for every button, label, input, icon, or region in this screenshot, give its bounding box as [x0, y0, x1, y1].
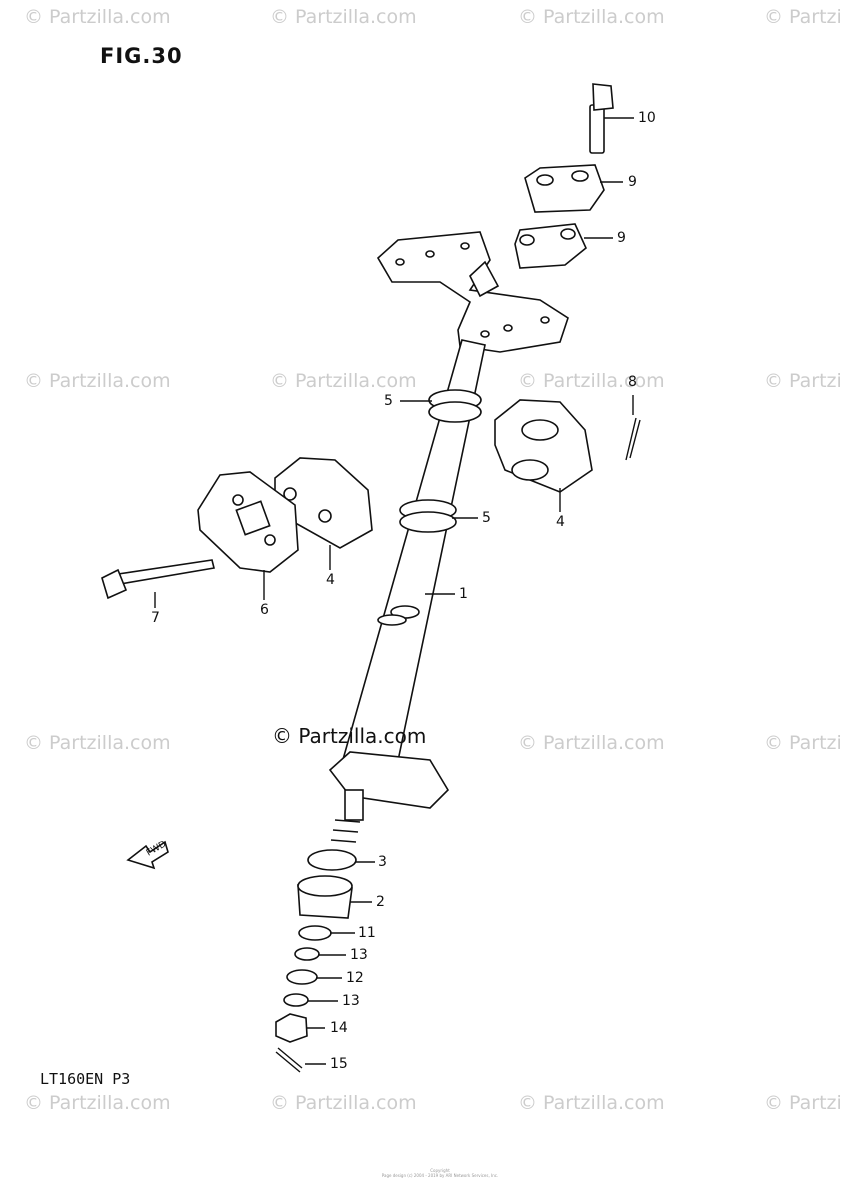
- bushing-5-lower: [399, 499, 457, 533]
- watermark: © Partzilla.com: [518, 6, 665, 28]
- watermark: © Partzilla.com: [24, 732, 171, 754]
- seal-plate-6: [197, 471, 299, 573]
- nut-14: [275, 1013, 308, 1043]
- o-ring-11: [298, 925, 332, 941]
- callout-7[interactable]: 7: [151, 610, 160, 626]
- callout-11[interactable]: 11: [358, 925, 376, 941]
- circlip-3: [307, 849, 357, 871]
- callout-15[interactable]: 15: [330, 1056, 348, 1072]
- watermark: © Partzilla.com: [270, 1092, 417, 1114]
- watermark: © Partzi: [764, 370, 842, 392]
- watermark: © Partzilla.com: [24, 1092, 171, 1114]
- watermark: © Partzilla.com: [518, 370, 665, 392]
- watermark: © Partzilla.com: [270, 370, 417, 392]
- callout-13-lower[interactable]: 13: [342, 993, 360, 1009]
- cotter-pin-15: [275, 1047, 303, 1073]
- callout-14[interactable]: 14: [330, 1020, 348, 1036]
- cotter-pin-8: [625, 417, 641, 461]
- handlebar-holder-upper: [524, 164, 605, 213]
- bushing-5-upper: [428, 389, 482, 423]
- handlebar-holder-lower: [514, 223, 587, 269]
- bolt-10-drawing: [589, 83, 614, 154]
- callout-2[interactable]: 2: [376, 894, 385, 910]
- callout-6[interactable]: 6: [260, 602, 269, 618]
- callout-8[interactable]: 8: [628, 374, 637, 390]
- footer-line-1: Copyright: [430, 1168, 450, 1173]
- fwd-arrow-icon: [126, 840, 169, 870]
- watermark: © Partzilla.com: [24, 370, 171, 392]
- figure-title: FIG.30: [100, 44, 183, 68]
- watermark: © Partzilla.com: [24, 6, 171, 28]
- watermark: © Partzilla.com: [518, 732, 665, 754]
- watermark: © Partzi: [764, 732, 842, 754]
- callout-4-right[interactable]: 4: [556, 514, 565, 530]
- oil-seal-2: [297, 875, 353, 919]
- callout-4-left[interactable]: 4: [326, 572, 335, 588]
- callout-9-upper[interactable]: 9: [628, 174, 637, 190]
- shaft-holder-left: [274, 457, 373, 549]
- callout-10[interactable]: 10: [638, 110, 656, 126]
- leader-lines: [154, 117, 634, 1065]
- callout-5-upper[interactable]: 5: [384, 393, 393, 409]
- bolt-7-drawing: [101, 559, 215, 600]
- top-plate: [376, 231, 569, 353]
- steering-shaft: [328, 339, 486, 843]
- washer-13-upper: [294, 947, 320, 961]
- callout-9-lower[interactable]: 9: [617, 230, 626, 246]
- copyright-footer: Copyright Page design (c) 2004 - 2019 by…: [360, 1168, 520, 1178]
- callout-13-upper[interactable]: 13: [350, 947, 368, 963]
- callout-5-lower[interactable]: 5: [482, 510, 491, 526]
- callout-1[interactable]: 1: [459, 586, 468, 602]
- center-watermark: © Partzilla.com: [272, 724, 427, 748]
- watermark: © Partzi: [764, 6, 842, 28]
- model-code: LT160EN P3: [40, 1070, 131, 1088]
- watermark: © Partzilla.com: [270, 6, 417, 28]
- footer-line-2: Page design (c) 2004 - 2019 by ARI Netwo…: [381, 1173, 499, 1178]
- shaft-holder-right: [494, 399, 593, 493]
- watermark: © Partzi: [764, 1092, 842, 1114]
- callout-12[interactable]: 12: [346, 970, 364, 986]
- callout-3[interactable]: 3: [378, 854, 387, 870]
- washer-13-lower: [283, 993, 309, 1007]
- watermark: © Partzilla.com: [518, 1092, 665, 1114]
- washer-12: [286, 969, 318, 985]
